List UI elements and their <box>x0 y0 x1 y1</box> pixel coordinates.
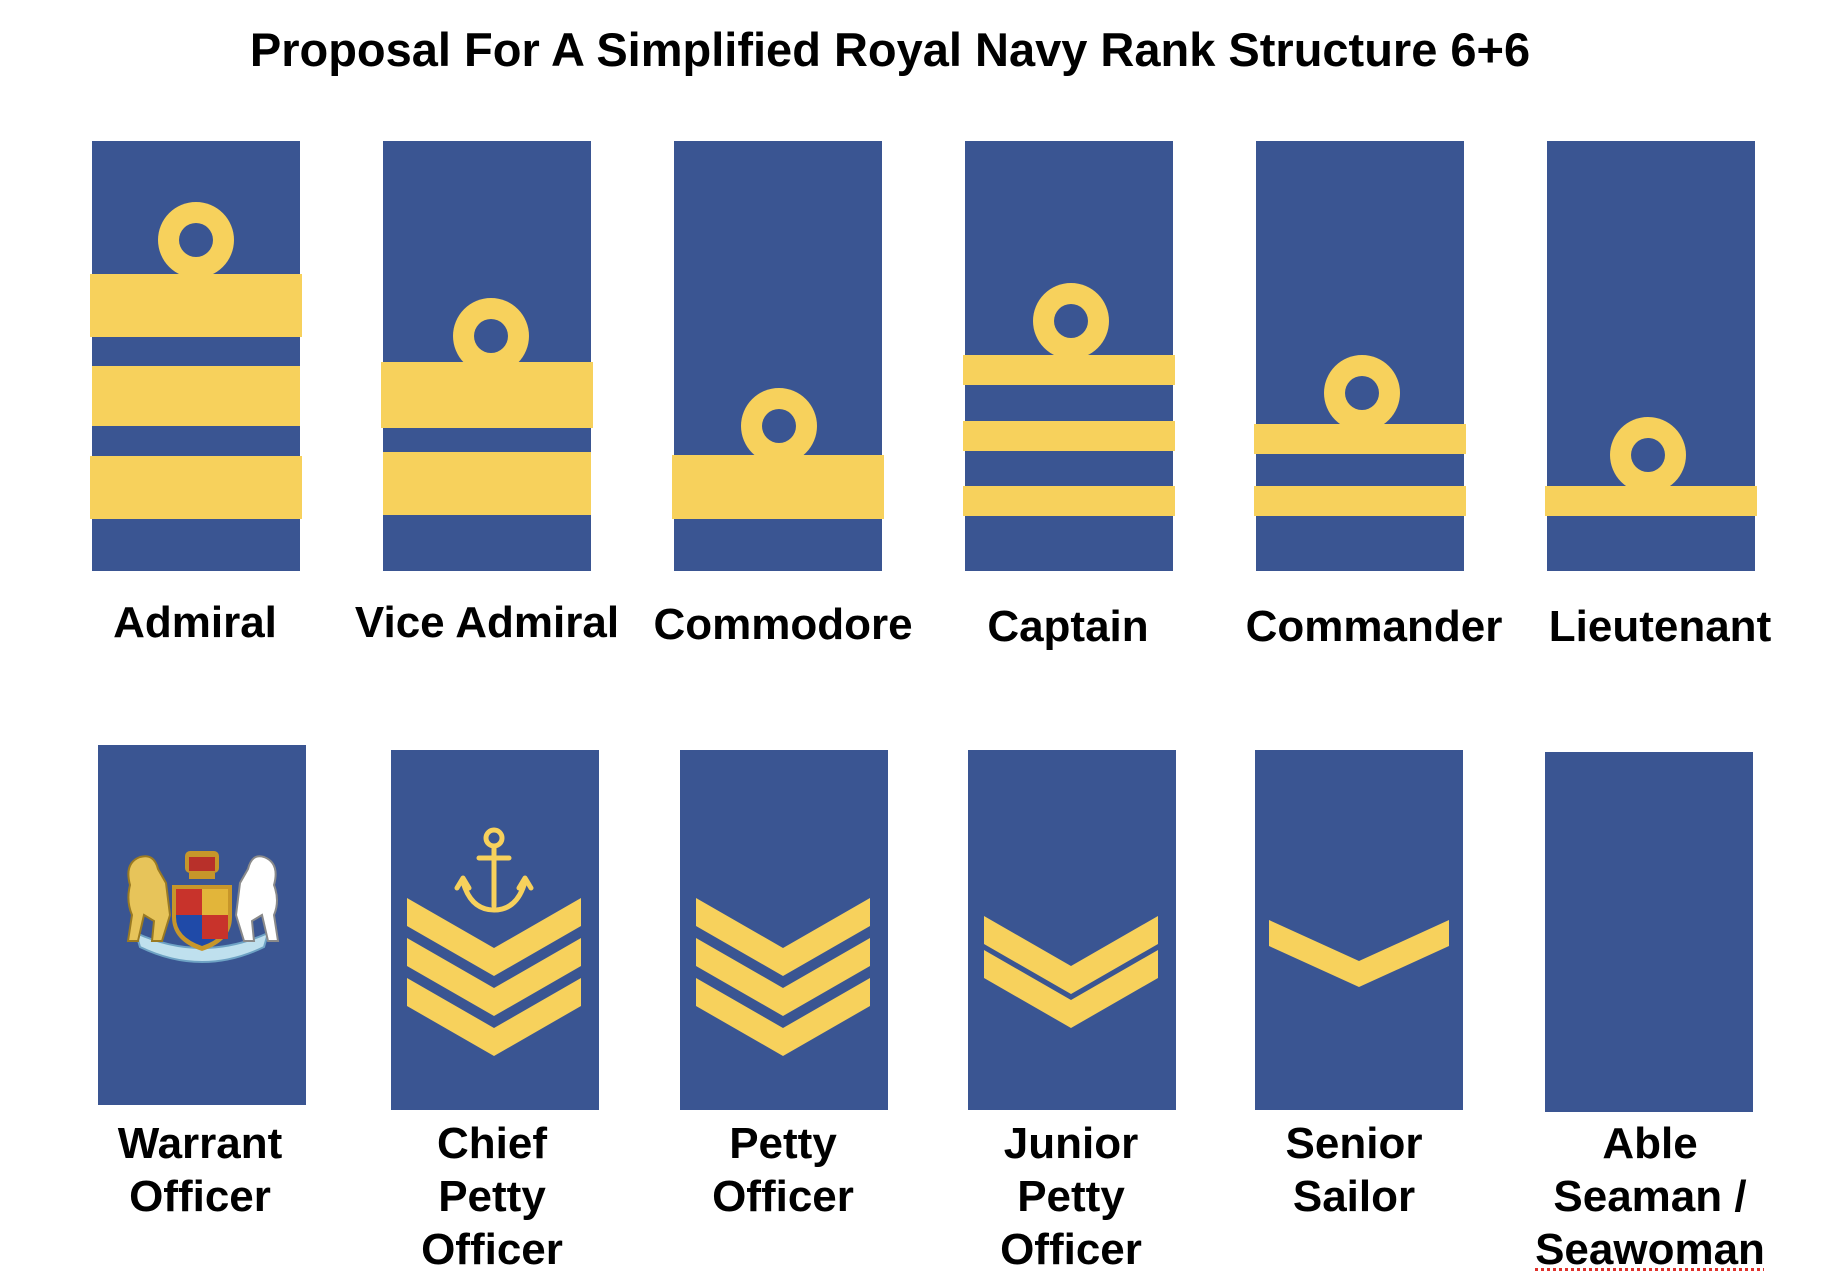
label-line: Officer <box>421 1225 563 1274</box>
board-captain <box>963 141 1175 571</box>
chevrons <box>407 898 581 1056</box>
commander-insignia <box>1254 141 1466 571</box>
label-chief-petty-officer: Chief Petty Officer <box>342 1117 642 1276</box>
board-commander <box>1254 141 1466 571</box>
label-line: Petty <box>729 1119 837 1168</box>
commodore-insignia <box>672 141 884 571</box>
board-junior-petty-officer <box>966 750 1178 1180</box>
chevrons <box>1269 920 1449 987</box>
petty-officer-insignia <box>680 750 888 1110</box>
label-junior-petty-officer: Junior Petty Officer <box>921 1117 1221 1276</box>
label-line: Seawoman <box>1500 1223 1800 1276</box>
board-senior-sailor <box>1253 750 1465 1180</box>
label-line: Sailor <box>1292 1172 1416 1221</box>
label-line: Petty <box>438 1172 546 1221</box>
label-admiral: Admiral <box>113 598 277 647</box>
admiral-insignia <box>90 141 302 571</box>
board-commodore <box>672 141 884 571</box>
label-line: Officer <box>1000 1225 1142 1274</box>
label-lieutenant: Lieutenant <box>1548 602 1772 651</box>
chevrons <box>696 898 870 1056</box>
label-petty-officer: Petty Officer <box>633 1117 933 1223</box>
able-seaman-insignia <box>1545 752 1753 1112</box>
label-captain: Captain <box>987 602 1149 651</box>
senior-sailor-insignia <box>1255 750 1463 1110</box>
label-line: Able <box>1602 1119 1698 1168</box>
lieutenant-insignia <box>1545 141 1757 571</box>
board-vice-admiral <box>381 141 593 571</box>
label-commander: Commander <box>1245 602 1503 651</box>
chevrons <box>984 916 1158 1028</box>
label-line: Petty <box>1017 1172 1125 1221</box>
warrant-officer-insignia <box>98 745 306 1105</box>
label-line: Warrant <box>117 1119 283 1168</box>
board-petty-officer <box>678 750 890 1180</box>
anchor-icon <box>454 827 534 913</box>
board-warrant-officer <box>96 745 308 1175</box>
label-line: Junior <box>1003 1119 1139 1168</box>
misspelled-word[interactable]: Seawoman <box>1535 1225 1765 1274</box>
board-chief-petty-officer <box>389 750 601 1180</box>
royal-coat-of-arms-icon <box>126 851 280 963</box>
label-warrant-officer: Warrant Officer <box>50 1117 350 1223</box>
board-lieutenant <box>1545 141 1757 571</box>
label-line: Officer <box>712 1172 854 1221</box>
label-vice-admiral: Vice Admiral <box>354 598 620 647</box>
board-able-seaman <box>1543 752 1755 1182</box>
chief-petty-officer-insignia <box>391 750 599 1110</box>
label-line: Officer <box>129 1172 271 1221</box>
board-admiral <box>90 141 302 571</box>
page-title: Proposal For A Simplified Royal Navy Ran… <box>249 23 1531 76</box>
label-line: Chief <box>437 1119 547 1168</box>
vice-admiral-insignia <box>381 141 593 571</box>
junior-petty-officer-insignia <box>968 750 1176 1110</box>
label-line: Senior <box>1285 1119 1423 1168</box>
label-line: Seaman / <box>1553 1172 1747 1221</box>
label-commodore: Commodore <box>653 600 913 649</box>
captain-insignia <box>963 141 1175 571</box>
label-able-seaman: Able Seaman / Seawoman <box>1500 1117 1800 1276</box>
label-senior-sailor: Senior Sailor <box>1204 1117 1504 1223</box>
